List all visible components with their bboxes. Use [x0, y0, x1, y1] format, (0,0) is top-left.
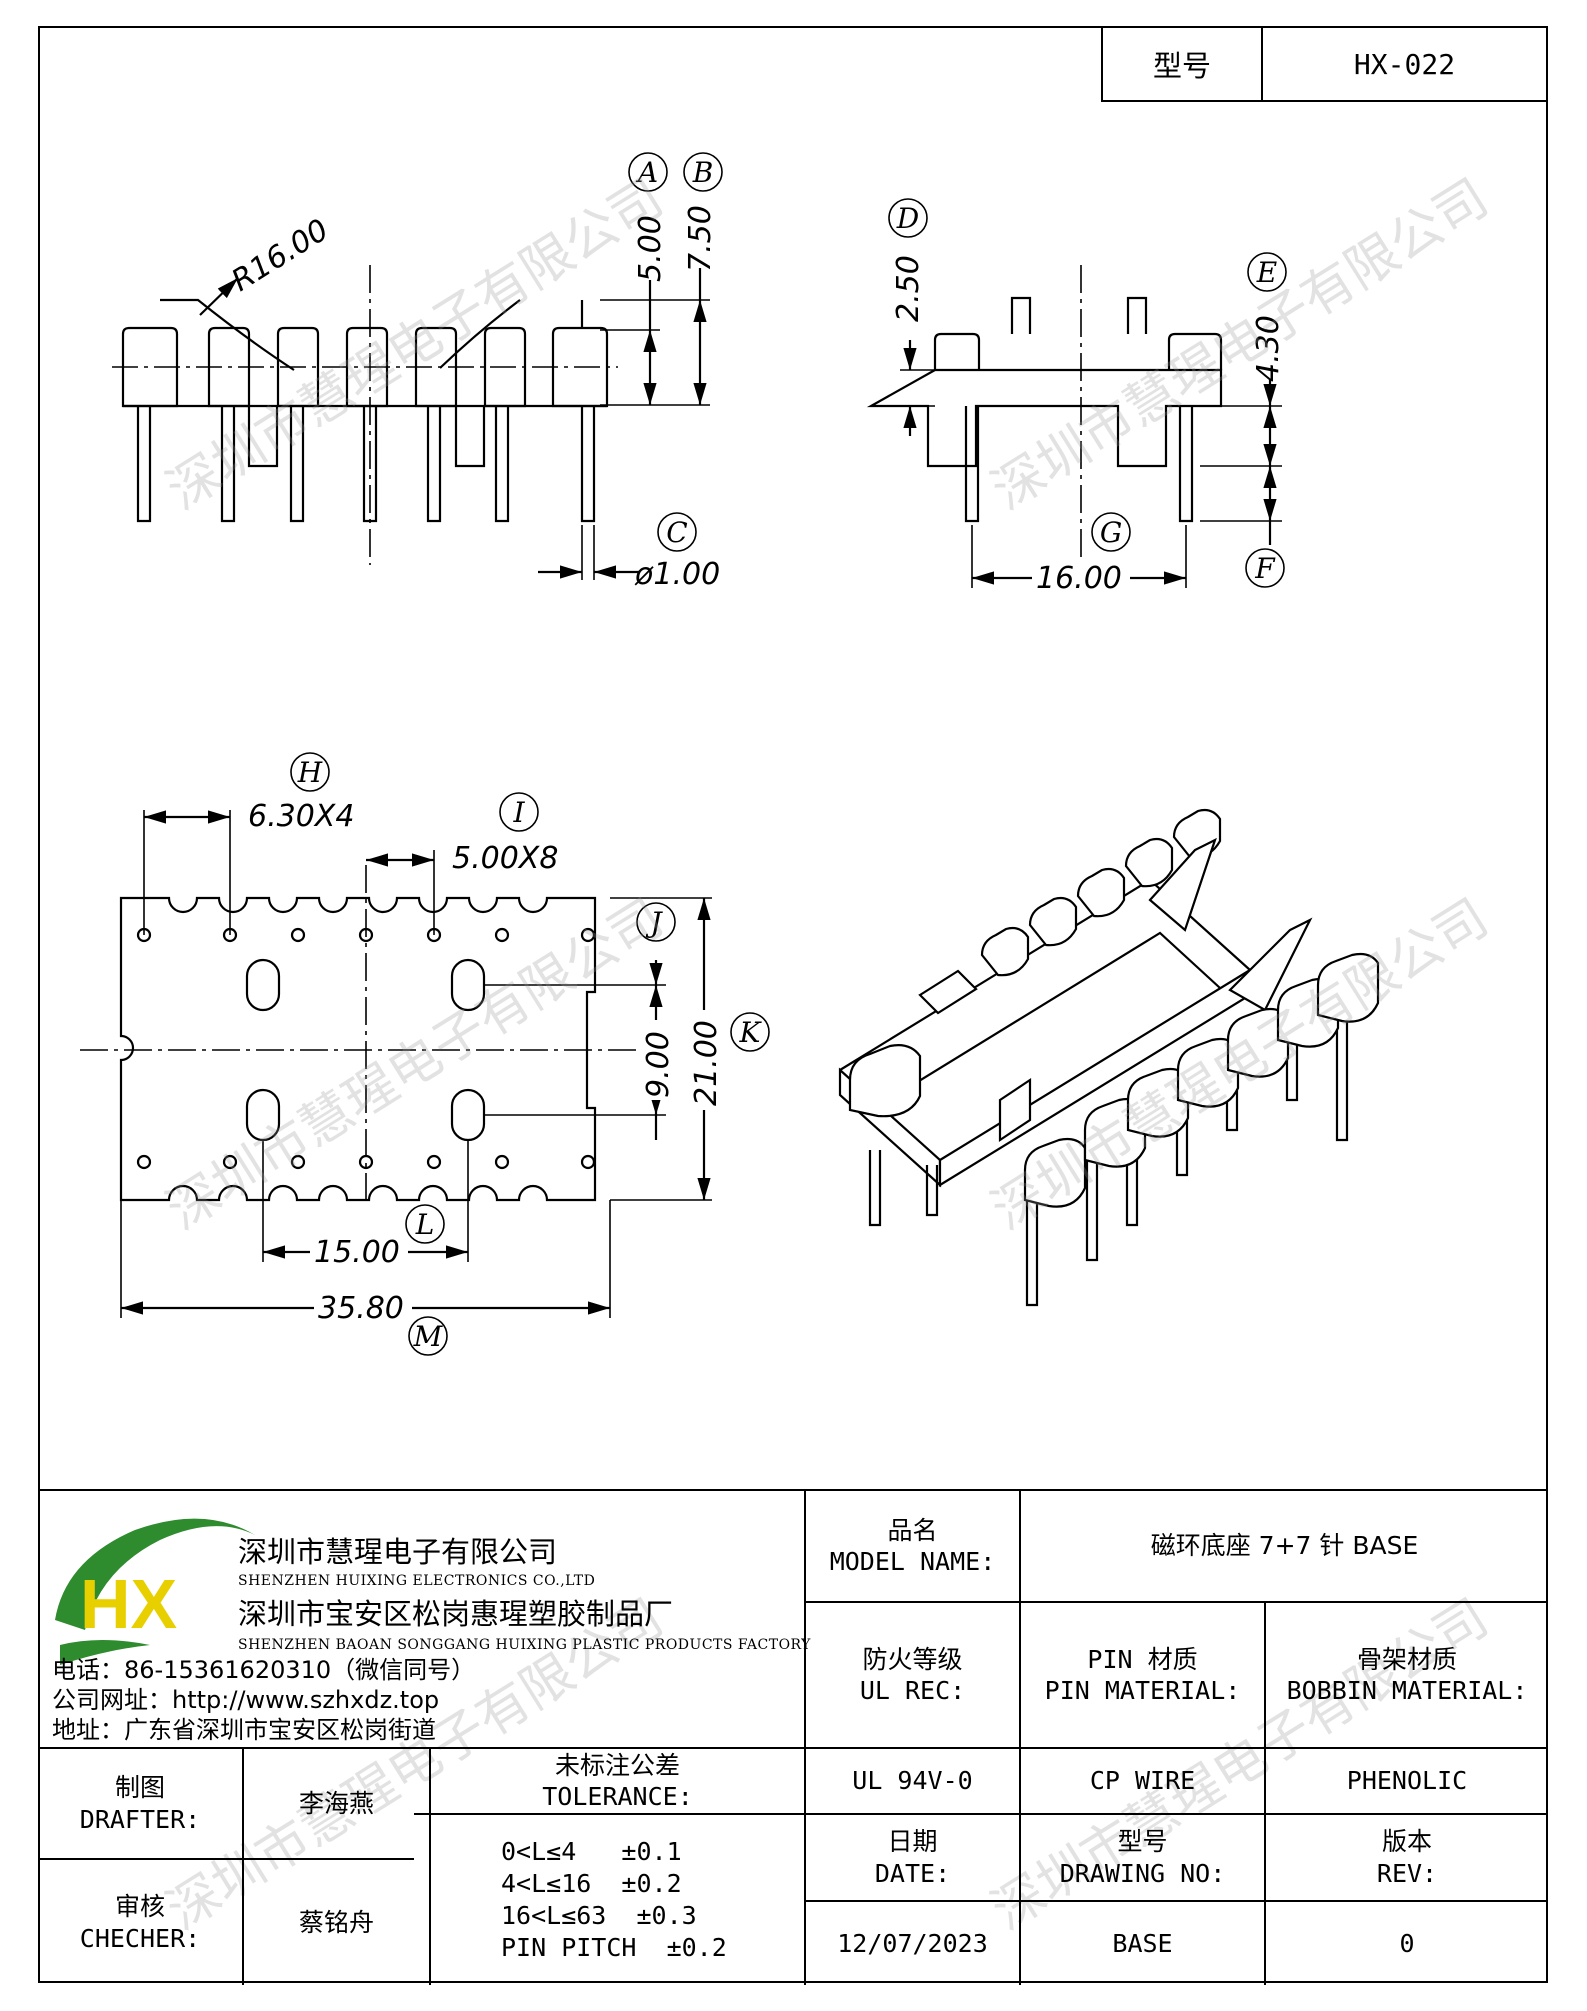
callout-e: E: [1256, 256, 1277, 289]
model-name-cn: 品名: [887, 1515, 938, 1545]
ul-en: UL REC:: [859, 1676, 966, 1705]
checker-name: 蔡铭舟: [298, 1907, 374, 1937]
tolerance-list: 0<L≤4 ±0.1 4<L≤16 ±0.2 16<L≤63 ±0.3 PIN …: [431, 1815, 804, 1985]
ul-cn: 防火等级: [862, 1644, 963, 1674]
side-view: 2.50 4.30 16.00: [866, 255, 1286, 596]
ul-value: UL 94V-0: [852, 1766, 973, 1796]
title-block: 深圳市慧瑆电子有限公司 SHENZHEN HUIXING ELECTRONICS…: [38, 1489, 1548, 1985]
callout-i: I: [512, 796, 525, 829]
dim-16-00: 16.00: [1036, 561, 1122, 596]
drafter-label: 制图 DRAFTER:: [38, 1749, 242, 1858]
callout-k: K: [739, 1016, 763, 1049]
rev-en: REV:: [1376, 1858, 1438, 1888]
callout-letters: A B C D E F G H I J K L M: [297, 156, 1277, 1353]
dim-9-00: 9.00: [641, 1031, 676, 1098]
model-name-en: MODEL NAME:: [829, 1547, 996, 1576]
model-name-label: 品名 MODEL NAME:: [806, 1491, 1019, 1601]
logo-text: HX: [80, 1565, 178, 1643]
bobbin-cn: 骨架材质: [1356, 1644, 1457, 1674]
drawing-no-label: 型号 DRAWING NO:: [1021, 1815, 1264, 1900]
drawing-cn: 型号: [1117, 1827, 1168, 1857]
model-value: HX-022: [1353, 47, 1456, 81]
rev-cn: 版本: [1381, 1827, 1432, 1857]
model-name-value: 磁环底座 7+7 针 BASE: [1150, 1531, 1419, 1561]
tolerance-label: 未标注公差 TOLERANCE:: [431, 1749, 804, 1813]
callout-h: H: [297, 756, 323, 789]
date-value: 12/07/2023: [837, 1928, 988, 1958]
callout-m: M: [413, 1320, 444, 1353]
callouts: [290, 152, 1287, 1356]
ul-label: 防火等级 UL REC:: [806, 1603, 1019, 1747]
model-box: 型号 HX-022: [1101, 26, 1548, 102]
dim-r16: R16.00: [226, 213, 335, 299]
tolerance-row: 16<L≤63 ±0.3: [501, 1901, 697, 1930]
tolerance-cn: 未标注公差: [554, 1750, 680, 1780]
callout-a: A: [635, 156, 658, 189]
callout-c: C: [666, 516, 687, 549]
dim-6-30x4: 6.30X4: [248, 799, 354, 834]
factory-name-en: SHENZHEN BAOAN SONGGANG HUIXING PLASTIC …: [238, 1637, 811, 1653]
tolerance-en: TOLERANCE:: [542, 1782, 693, 1811]
bobbin-material-label: 骨架材质 BOBBIN MATERIAL:: [1266, 1603, 1548, 1747]
tolerance-row: PIN PITCH ±0.2: [501, 1933, 727, 1962]
isometric-view: [838, 808, 1380, 1307]
dim-35-80: 35.80: [318, 1291, 404, 1326]
drawing-frame: [38, 26, 1548, 1983]
dim-5-00x8: 5.00X8: [452, 841, 558, 876]
front-view: R16.00 5.00 7.50 ø1.00: [112, 205, 720, 592]
drafter-name: 李海燕: [298, 1788, 374, 1818]
checker-cn: 审核: [114, 1892, 165, 1922]
bobbin-en: BOBBIN MATERIAL:: [1286, 1676, 1528, 1705]
bobbin-material-value: PHENOLIC: [1346, 1766, 1468, 1796]
tolerance-row: 0<L≤4 ±0.1: [501, 1837, 682, 1866]
callout-f: F: [1254, 552, 1276, 585]
dim-7-50: 7.50: [683, 205, 718, 272]
rev-value: 0: [1399, 1928, 1415, 1958]
model-label: 型号: [1103, 28, 1263, 100]
contact-phone: 电话：86-15361620310（微信同号）: [52, 1656, 476, 1684]
contact-website: 公司网址：http://www.szhxdz.top: [52, 1686, 440, 1714]
company-logo: HX: [55, 1518, 255, 1665]
checker-label: 审核 CHECHER:: [38, 1860, 242, 1985]
company-name-en: SHENZHEN HUIXING ELECTRONICS CO.,LTD: [238, 1573, 596, 1589]
dim-4-30: 4.30: [1251, 315, 1286, 382]
date-cn: 日期: [887, 1827, 938, 1857]
bottom-view: 6.30X4 5.00X8 9.00 21.00 15.00 35.80: [80, 799, 724, 1326]
dim-dia-1-00: ø1.00: [634, 557, 720, 592]
callout-g: G: [1100, 516, 1122, 549]
dim-5-00: 5.00: [633, 215, 668, 282]
drafter-en: DRAFTER:: [79, 1804, 201, 1834]
callout-j: J: [645, 906, 663, 939]
date-label: 日期 DATE:: [806, 1815, 1019, 1900]
callout-d: D: [896, 202, 919, 235]
date-en: DATE:: [874, 1858, 951, 1888]
drafter-cn: 制图: [114, 1773, 165, 1803]
callout-l: L: [415, 1208, 435, 1241]
checker-en: CHECHER:: [79, 1923, 201, 1953]
pin-material-value: CP WIRE: [1089, 1766, 1196, 1796]
rev-label: 版本 REV:: [1266, 1815, 1548, 1900]
dim-2-50: 2.50: [891, 255, 926, 322]
pin-en: PIN MATERIAL:: [1044, 1676, 1241, 1705]
drawing-en: DRAWING NO:: [1059, 1858, 1226, 1888]
dim-21-00: 21.00: [689, 1020, 724, 1106]
drawing-no-value: BASE: [1112, 1928, 1173, 1958]
contact-address: 地址：广东省深圳市宝安区松岗街道: [52, 1716, 436, 1744]
callout-b: B: [692, 156, 714, 189]
tolerance-row: 4<L≤16 ±0.2: [501, 1869, 682, 1898]
dim-15-00: 15.00: [314, 1235, 400, 1270]
pin-material-label: PIN 材质 PIN MATERIAL:: [1021, 1603, 1264, 1747]
factory-name-cn: 深圳市宝安区松岗惠瑆塑胶制品厂: [238, 1597, 674, 1631]
pin-cn: PIN 材质: [1087, 1644, 1198, 1674]
company-name-cn: 深圳市慧瑆电子有限公司: [238, 1535, 558, 1569]
